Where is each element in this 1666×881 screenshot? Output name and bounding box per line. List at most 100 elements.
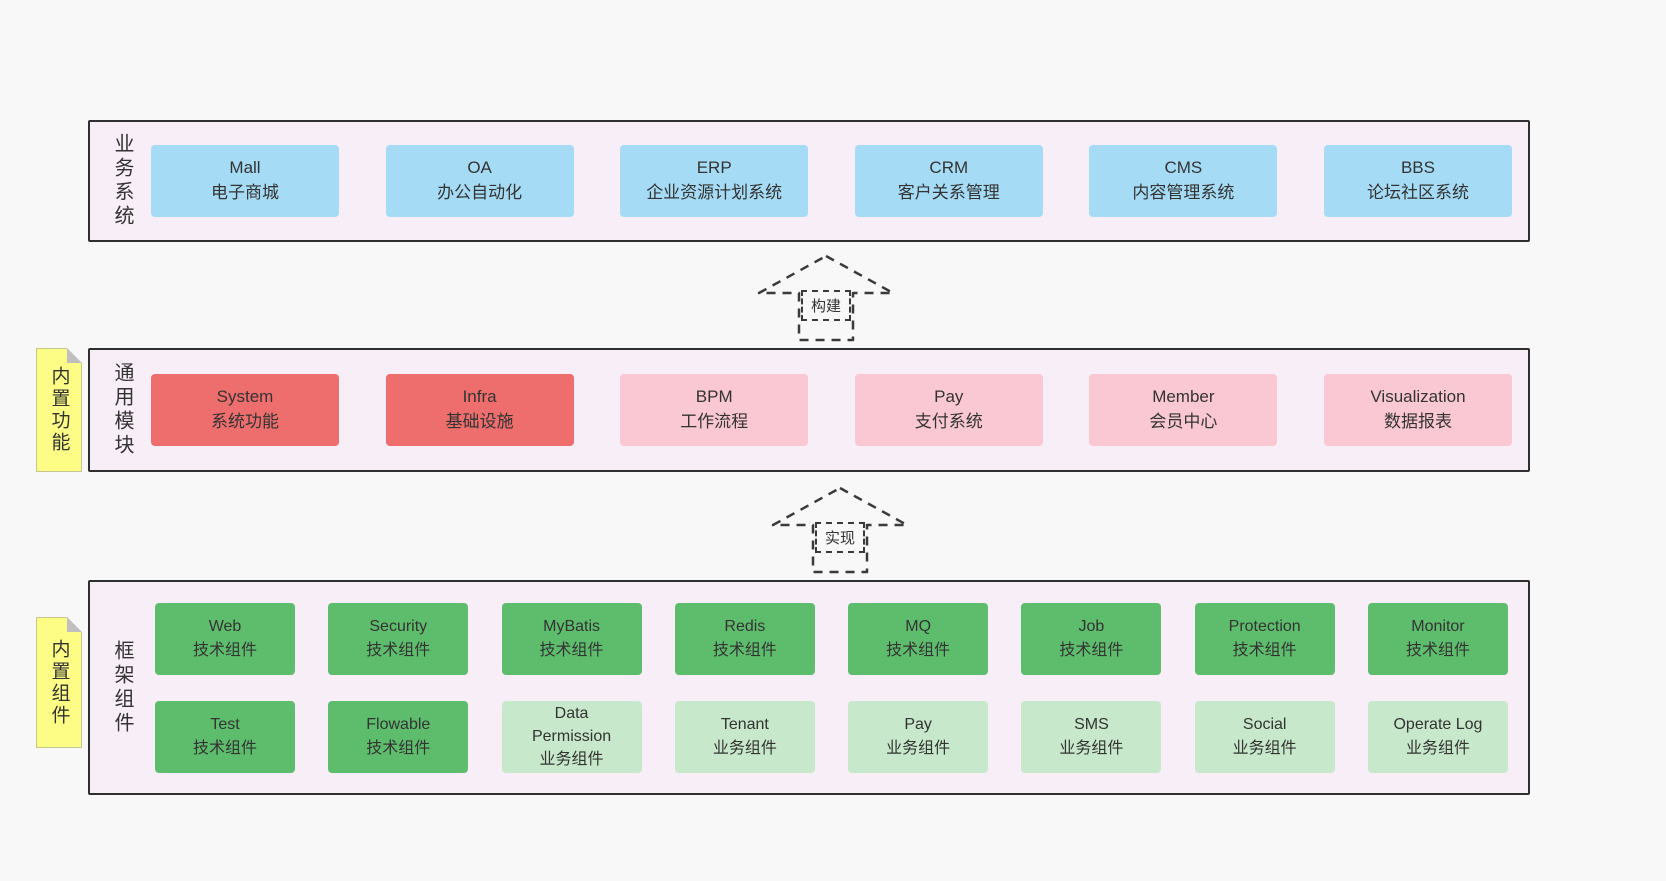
box-subtitle: 技术组件 [192, 641, 257, 659]
box-title: Job [1078, 618, 1105, 636]
box-subtitle: 技术组件 [712, 641, 777, 659]
box-job: Job 技术组件 [1021, 602, 1162, 675]
box-subtitle: 技术组件 [192, 739, 257, 757]
box-title: MQ [905, 618, 932, 636]
box-subtitle: 内容管理系统 [1132, 183, 1235, 202]
box-title: Web [208, 618, 242, 636]
box-title: Test [210, 716, 240, 734]
box-subtitle: 技术组件 [366, 739, 431, 757]
box-title: ERP [696, 158, 732, 178]
box-title: Pay [934, 387, 964, 407]
box-pay: Pay 支付系统 [854, 374, 1043, 446]
box-title: Redis [724, 618, 766, 636]
box-title: Tenant [720, 716, 769, 734]
box-infra: Infra 基础设施 [385, 374, 574, 446]
section-common-modules: 通用模块 System 系统功能 Infra 基础设施 BPM 工作流程 Pay… [88, 348, 1530, 472]
box-subtitle: 技术组件 [1059, 641, 1124, 659]
box-oa: OA 办公自动化 [385, 145, 574, 217]
box-protection: Protection 技术组件 [1194, 602, 1335, 675]
components-row-2: Test 技术组件 Flowable 技术组件 Data Permission … [151, 700, 1512, 773]
box-erp: ERP 企业资源计划系统 [620, 145, 809, 217]
box-tenant: Tenant 业务组件 [674, 700, 815, 773]
box-subtitle: 业务组件 [539, 751, 604, 769]
box-mall: Mall 电子商城 [151, 145, 339, 217]
box-title: BBS [1400, 158, 1435, 178]
box-title: Protection [1228, 618, 1301, 636]
box-subtitle: 技术组件 [1232, 641, 1297, 659]
arrow-build-label: 构建 [800, 290, 852, 321]
box-title: Data Permission [531, 704, 612, 745]
box-title: Pay [904, 716, 932, 734]
arrow-build: 构建 [756, 254, 896, 342]
box-title: Member [1152, 387, 1215, 407]
box-subtitle: 支付系统 [914, 412, 983, 431]
box-title: Mall [229, 158, 261, 178]
block-arrow-up-icon [757, 254, 895, 342]
section-label-business: 业务系统 [111, 133, 133, 229]
box-subtitle: 论坛社区系统 [1366, 183, 1469, 202]
box-monitor: Monitor 技术组件 [1367, 602, 1508, 675]
box-data-permission: Data Permission 业务组件 [501, 700, 642, 773]
box-crm: CRM 客户关系管理 [854, 145, 1043, 217]
box-subtitle: 办公自动化 [437, 183, 523, 202]
box-mybatis: MyBatis 技术组件 [501, 602, 642, 675]
box-subtitle: 技术组件 [366, 641, 431, 659]
box-title: BPM [695, 387, 733, 407]
box-title: CMS [1164, 158, 1203, 178]
sticky-label: 内置组件 [48, 638, 70, 727]
box-flowable: Flowable 技术组件 [328, 700, 469, 773]
components-rows: Web 技术组件 Security 技术组件 MyBatis 技术组件 Redi… [147, 602, 1516, 773]
box-redis: Redis 技术组件 [674, 602, 815, 675]
box-title: Visualization [1370, 387, 1466, 407]
box-mq: MQ 技术组件 [848, 602, 989, 675]
box-security: Security 技术组件 [328, 602, 469, 675]
box-sms: SMS 业务组件 [1021, 700, 1162, 773]
box-test: Test 技术组件 [155, 700, 295, 773]
box-operate-log: Operate Log 业务组件 [1367, 700, 1508, 773]
box-cms: CMS 内容管理系统 [1089, 145, 1278, 217]
sticky-label: 内置功能 [48, 366, 70, 454]
box-title: Social [1242, 716, 1287, 734]
box-subtitle: 客户关系管理 [897, 183, 1000, 202]
box-title: CRM [929, 158, 969, 178]
box-subtitle: 业务组件 [1059, 739, 1124, 757]
box-subtitle: 技术组件 [539, 641, 604, 659]
sticky-built-in-features: 内置功能 [36, 348, 82, 472]
box-title: Flowable [366, 716, 431, 734]
box-subtitle: 企业资源计划系统 [646, 183, 783, 202]
box-subtitle: 业务组件 [712, 739, 777, 757]
box-visualization: Visualization 数据报表 [1323, 374, 1512, 446]
box-title: Monitor [1411, 618, 1465, 636]
box-web: Web 技术组件 [155, 602, 295, 675]
box-pay-biz: Pay 业务组件 [848, 700, 989, 773]
section-label-modules: 通用模块 [111, 362, 133, 458]
box-subtitle: 业务组件 [886, 739, 951, 757]
box-title: Security [369, 618, 428, 636]
box-title: Operate Log [1393, 716, 1483, 734]
components-row-1: Web 技术组件 Security 技术组件 MyBatis 技术组件 Redi… [151, 602, 1512, 675]
box-bpm: BPM 工作流程 [620, 374, 809, 446]
business-boxes-row: Mall 电子商城 OA 办公自动化 ERP 企业资源计划系统 CRM 客户关系… [147, 145, 1516, 217]
block-arrow-up-icon [771, 486, 909, 574]
sticky-built-in-components: 内置组件 [36, 617, 82, 748]
box-title: MyBatis [543, 618, 601, 636]
modules-boxes-row: System 系统功能 Infra 基础设施 BPM 工作流程 Pay 支付系统… [147, 374, 1516, 446]
box-subtitle: 会员中心 [1149, 412, 1218, 431]
box-subtitle: 工作流程 [680, 412, 749, 431]
box-title: SMS [1074, 716, 1109, 734]
section-label-components: 框架组件 [111, 639, 133, 736]
arrow-implement-label: 实现 [814, 522, 866, 553]
box-subtitle: 技术组件 [886, 641, 951, 659]
box-subtitle: 系统功能 [211, 412, 279, 431]
box-subtitle: 业务组件 [1405, 739, 1470, 757]
box-social: Social 业务组件 [1194, 700, 1335, 773]
box-subtitle: 基础设施 [445, 412, 514, 431]
box-bbs: BBS 论坛社区系统 [1323, 145, 1512, 217]
box-member: Member 会员中心 [1089, 374, 1278, 446]
section-business-systems: 业务系统 Mall 电子商城 OA 办公自动化 ERP 企业资源计划系统 CRM… [88, 120, 1530, 242]
box-subtitle: 技术组件 [1405, 641, 1470, 659]
box-subtitle: 业务组件 [1232, 739, 1297, 757]
box-subtitle: 数据报表 [1383, 412, 1452, 431]
box-title: System [216, 387, 274, 407]
